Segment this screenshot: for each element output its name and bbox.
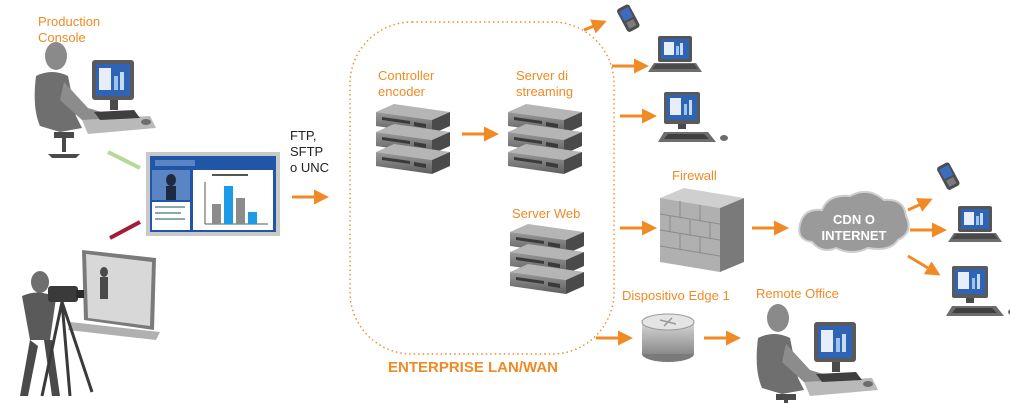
laptop-icon	[948, 206, 1002, 242]
console-link-line	[107, 150, 141, 170]
person-at-computer-icon	[756, 304, 878, 403]
enterprise-lan-boundary	[349, 21, 615, 355]
cdn-label-2: INTERNET	[821, 228, 887, 243]
edge-device-icon	[641, 313, 695, 362]
remote-office-label: Remote Office	[756, 286, 839, 301]
controller-label-1: Controller	[378, 68, 435, 83]
server-stack-icon	[376, 104, 450, 174]
firewall-icon	[659, 188, 744, 272]
enterprise-lan-label: ENTERPRISE LAN/WAN	[388, 359, 559, 376]
flow-arrows	[292, 19, 947, 346]
server-stack-icon	[510, 224, 584, 294]
cdn-label-1: CDN O	[833, 212, 875, 227]
streaming-label-2: streaming	[516, 84, 574, 99]
streaming-label-1: Server di	[516, 68, 569, 83]
web-server-label: Server Web	[512, 206, 581, 221]
camera-link-line	[109, 220, 141, 240]
video-camera-operator-icon	[20, 250, 160, 397]
transfer-label-2: SFTP	[290, 144, 324, 159]
production-console-label-1: Production	[38, 14, 101, 29]
edge-device-label: Dispositivo Edge 1	[622, 288, 730, 303]
cloud-icon	[798, 190, 910, 253]
presentation-screen-icon	[146, 152, 280, 236]
desktop-computer-icon	[946, 266, 1010, 316]
laptop-icon	[648, 36, 702, 72]
production-console-label-2: Console	[38, 30, 86, 45]
firewall-label: Firewall	[672, 168, 717, 183]
controller-label-2: encoder	[378, 84, 425, 99]
server-stack-icon	[508, 104, 582, 174]
mobile-phone-icon	[936, 161, 961, 191]
transfer-label-1: FTP,	[290, 128, 317, 143]
desktop-computer-icon	[658, 92, 728, 142]
transfer-label-3: o UNC	[290, 160, 330, 175]
mobile-phone-icon	[616, 3, 641, 33]
person-at-computer-icon	[34, 42, 156, 158]
